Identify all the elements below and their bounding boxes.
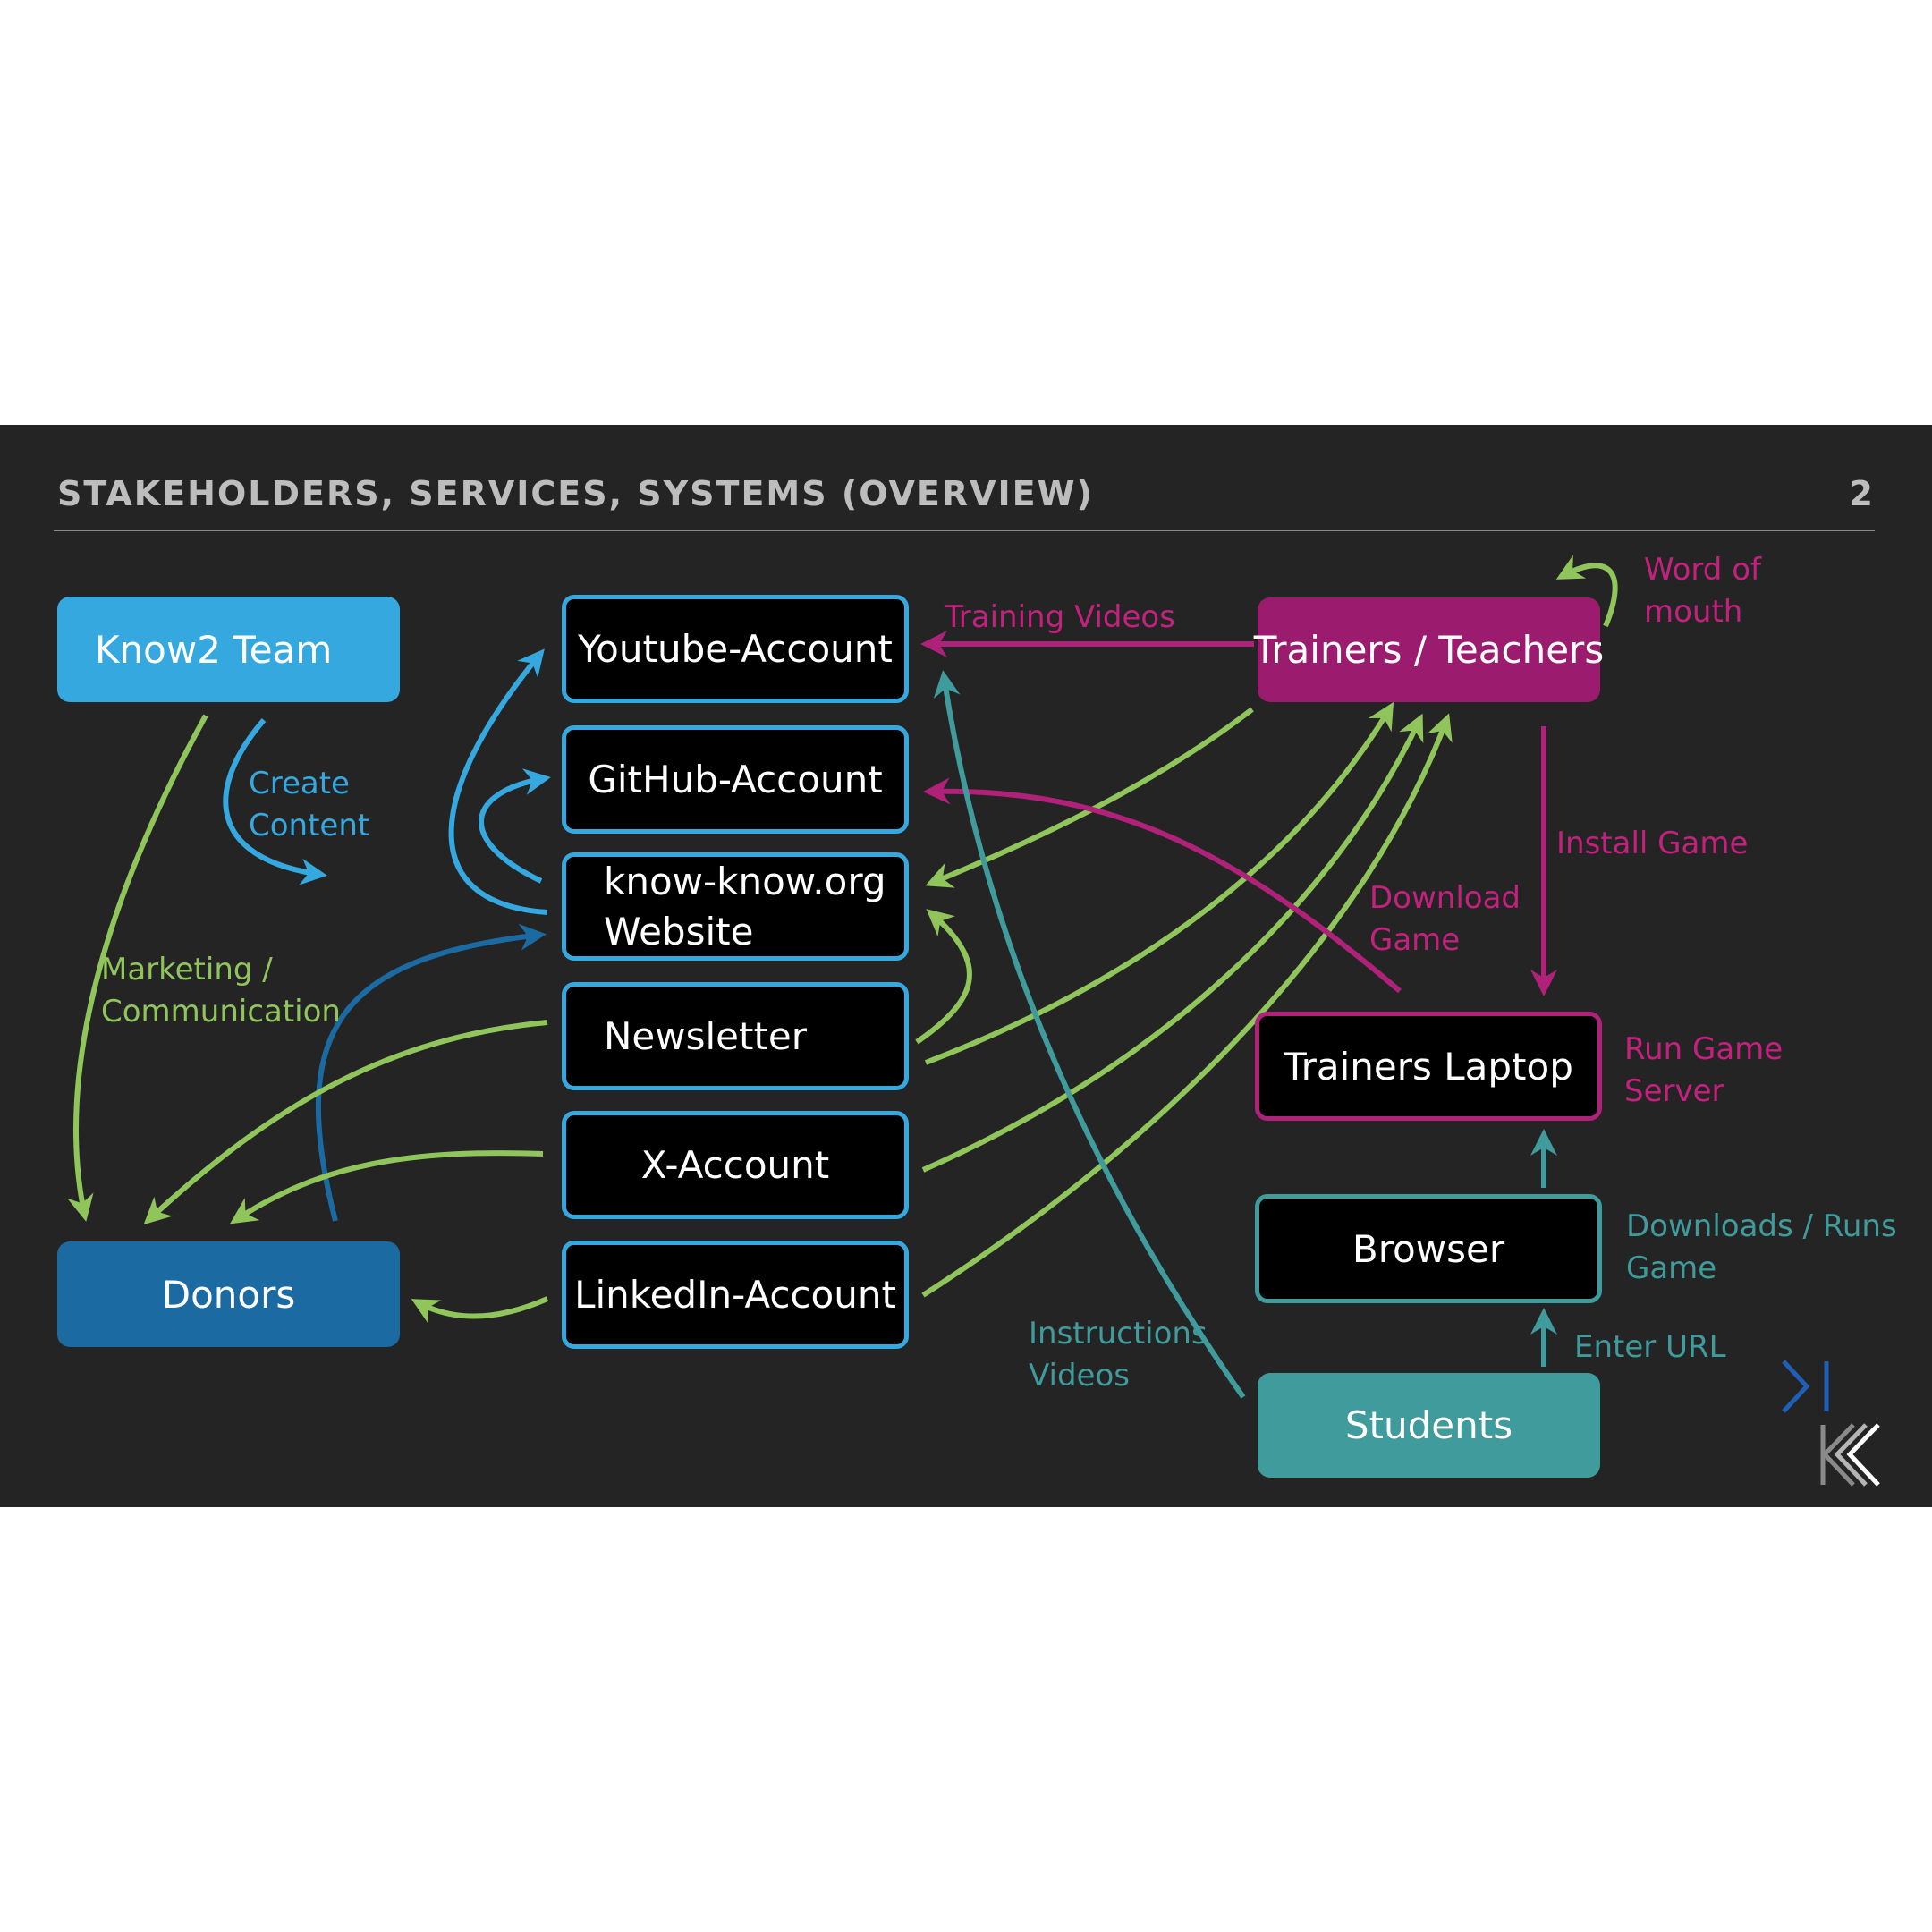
label-instructions-videos: Instructions Videos xyxy=(1029,1313,1208,1397)
label-training-videos-text: Training Videos xyxy=(945,599,1175,635)
label-create-content-line2: Content xyxy=(249,808,370,843)
node-github-account[interactable]: GitHub-Account xyxy=(562,725,909,834)
label-run-game-server-line2: Server xyxy=(1624,1073,1724,1109)
node-trainers-teachers[interactable]: Trainers / Teachers xyxy=(1254,597,1604,702)
node-browser[interactable]: Browser xyxy=(1255,1194,1602,1303)
label-install-game: Install Game xyxy=(1556,823,1748,865)
label-word-of-mouth: Word of mouth xyxy=(1644,549,1761,633)
arrow-newsletter-to-website xyxy=(915,909,972,1045)
node-trainers-laptop-label: Trainers Laptop xyxy=(1284,1044,1573,1089)
arrow-newsletter-to-trainers xyxy=(924,701,1394,1065)
label-instructions-line1: Instructions xyxy=(1029,1316,1208,1352)
label-downloads-runs-line1: Downloads / Runs xyxy=(1626,1208,1897,1244)
label-downloads-runs-line2: Game xyxy=(1626,1250,1717,1286)
label-training-videos: Training Videos xyxy=(945,597,1175,639)
label-download-game-line1: Download xyxy=(1369,880,1521,916)
arrow-website-to-youtube xyxy=(448,648,548,915)
label-word-of-mouth-line1: Word of xyxy=(1644,552,1761,588)
label-install-game-text: Install Game xyxy=(1556,826,1749,861)
label-download-game: Download Game xyxy=(1369,877,1521,962)
node-github-label: GitHub-Account xyxy=(588,758,883,801)
arrow-download-game xyxy=(923,777,1402,994)
label-run-game-server-line1: Run Game xyxy=(1624,1031,1784,1067)
arrow-create-content xyxy=(223,718,327,886)
arrow-website-to-github xyxy=(479,768,551,884)
node-know2-team[interactable]: Know2 Team xyxy=(57,597,400,702)
label-run-game-server: Run Game Server xyxy=(1624,1029,1783,1113)
title-divider xyxy=(54,530,1875,531)
arrow-word-of-mouth xyxy=(1555,555,1618,628)
node-website-label-line2: Website xyxy=(604,909,754,953)
node-x-account[interactable]: X-Account xyxy=(562,1111,909,1219)
label-downloads-runs-game: Downloads / Runs Game xyxy=(1626,1206,1897,1290)
arrow-donors-to-website xyxy=(316,923,547,1222)
page-number: 2 xyxy=(1849,474,1873,513)
arrow-instructions-videos xyxy=(933,670,1246,1399)
node-browser-label: Browser xyxy=(1352,1226,1505,1271)
node-x-account-label: X-Account xyxy=(640,1143,830,1187)
label-marketing: Marketing / Communication xyxy=(101,949,341,1033)
node-students-label: Students xyxy=(1344,1403,1513,1447)
node-trainers-label: Trainers / Teachers xyxy=(1253,628,1605,672)
node-trainers-laptop[interactable]: Trainers Laptop xyxy=(1255,1012,1602,1121)
arrow-xaccount-to-trainers xyxy=(921,713,1424,1173)
label-instructions-line2: Videos xyxy=(1029,1358,1130,1394)
arrow-newsletter-to-donors xyxy=(143,1020,548,1225)
label-create-content: Create Content xyxy=(249,763,369,847)
arrow-trainers-to-website xyxy=(925,707,1254,888)
arrow-know2-to-donors xyxy=(67,714,208,1222)
label-marketing-line2: Communication xyxy=(101,994,341,1030)
node-students[interactable]: Students xyxy=(1258,1373,1600,1478)
node-know2-team-label: Know2 Team xyxy=(95,627,333,672)
arrow-linkedin-to-trainers xyxy=(921,713,1453,1298)
node-linkedin-label: LinkedIn-Account xyxy=(574,1273,896,1317)
node-donors[interactable]: Donors xyxy=(57,1241,400,1347)
label-download-game-line2: Game xyxy=(1369,922,1461,958)
node-website[interactable]: know-know.org Website xyxy=(562,852,909,961)
arrow-linkedin-to-donors xyxy=(411,1296,549,1324)
node-youtube-label: Youtube-Account xyxy=(578,627,893,671)
slide-title: STAKEHOLDERS, SERVICES, SYSTEMS (OVERVIE… xyxy=(57,474,1094,513)
label-enter-url-text: Enter URL xyxy=(1574,1329,1726,1365)
node-newsletter[interactable]: Newsletter xyxy=(562,982,909,1090)
node-donors-label: Donors xyxy=(161,1272,296,1317)
node-youtube-account[interactable]: Youtube-Account xyxy=(562,595,909,703)
label-create-content-line1: Create xyxy=(249,766,350,801)
arrow-xaccount-to-donors xyxy=(229,1150,544,1224)
label-enter-url: Enter URL xyxy=(1574,1326,1726,1368)
node-newsletter-label: Newsletter xyxy=(604,1014,808,1058)
node-linkedin-account[interactable]: LinkedIn-Account xyxy=(562,1241,909,1349)
node-website-label-line1: know-know.org xyxy=(604,859,886,903)
know2-logo-icon xyxy=(1782,1360,1880,1487)
label-marketing-line1: Marketing / xyxy=(101,952,273,987)
label-word-of-mouth-line2: mouth xyxy=(1644,594,1743,630)
